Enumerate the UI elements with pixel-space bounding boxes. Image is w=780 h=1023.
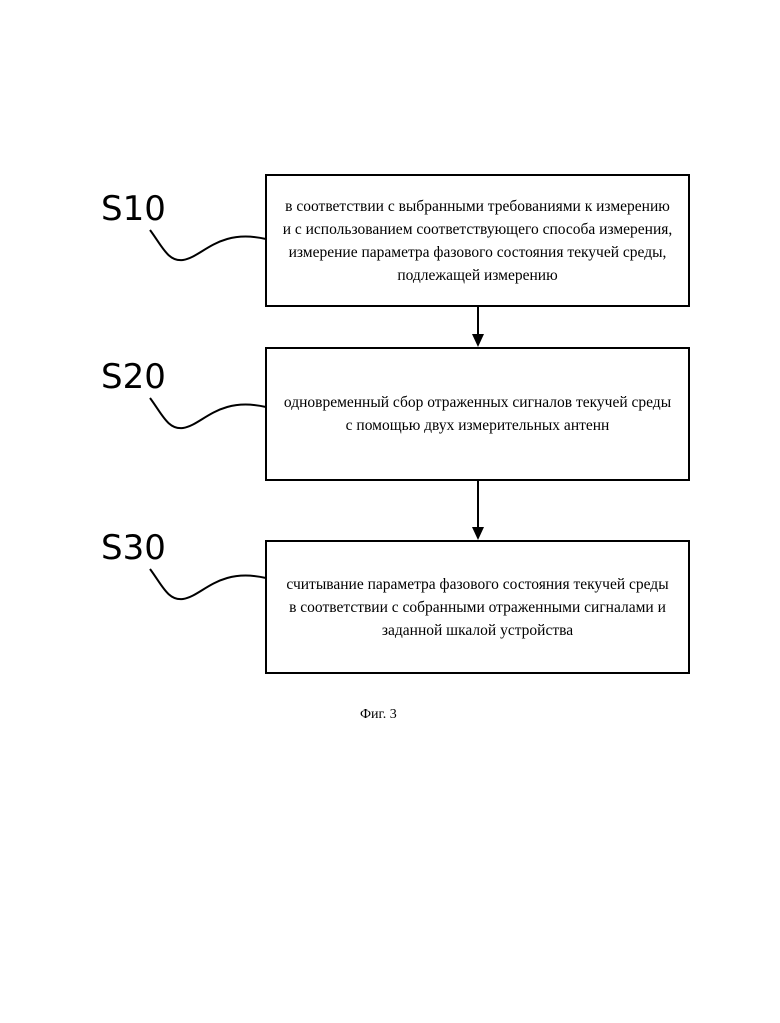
arrow-s10-to-s20: [472, 307, 484, 347]
figure-caption: Фиг. 3: [360, 707, 397, 723]
step-box-s20: одновременный сбор отраженных сигналов т…: [265, 347, 690, 481]
leader-line-s10: [150, 230, 266, 260]
step-text-s10: в соответствии с выбранными требованиями…: [281, 195, 674, 287]
arrow-s20-to-s30: [472, 481, 484, 540]
leader-line-s30: [150, 569, 266, 599]
step-text-s30: считывание параметра фазового состояния …: [281, 573, 674, 642]
leader-line-s20: [150, 398, 266, 428]
step-label-s10: S10: [101, 192, 166, 226]
step-text-s20: одновременный сбор отраженных сигналов т…: [281, 391, 674, 437]
step-label-s30: S30: [101, 531, 166, 565]
step-box-s10: в соответствии с выбранными требованиями…: [265, 174, 690, 307]
step-label-s20: S20: [101, 360, 166, 394]
step-box-s30: считывание параметра фазового состояния …: [265, 540, 690, 674]
